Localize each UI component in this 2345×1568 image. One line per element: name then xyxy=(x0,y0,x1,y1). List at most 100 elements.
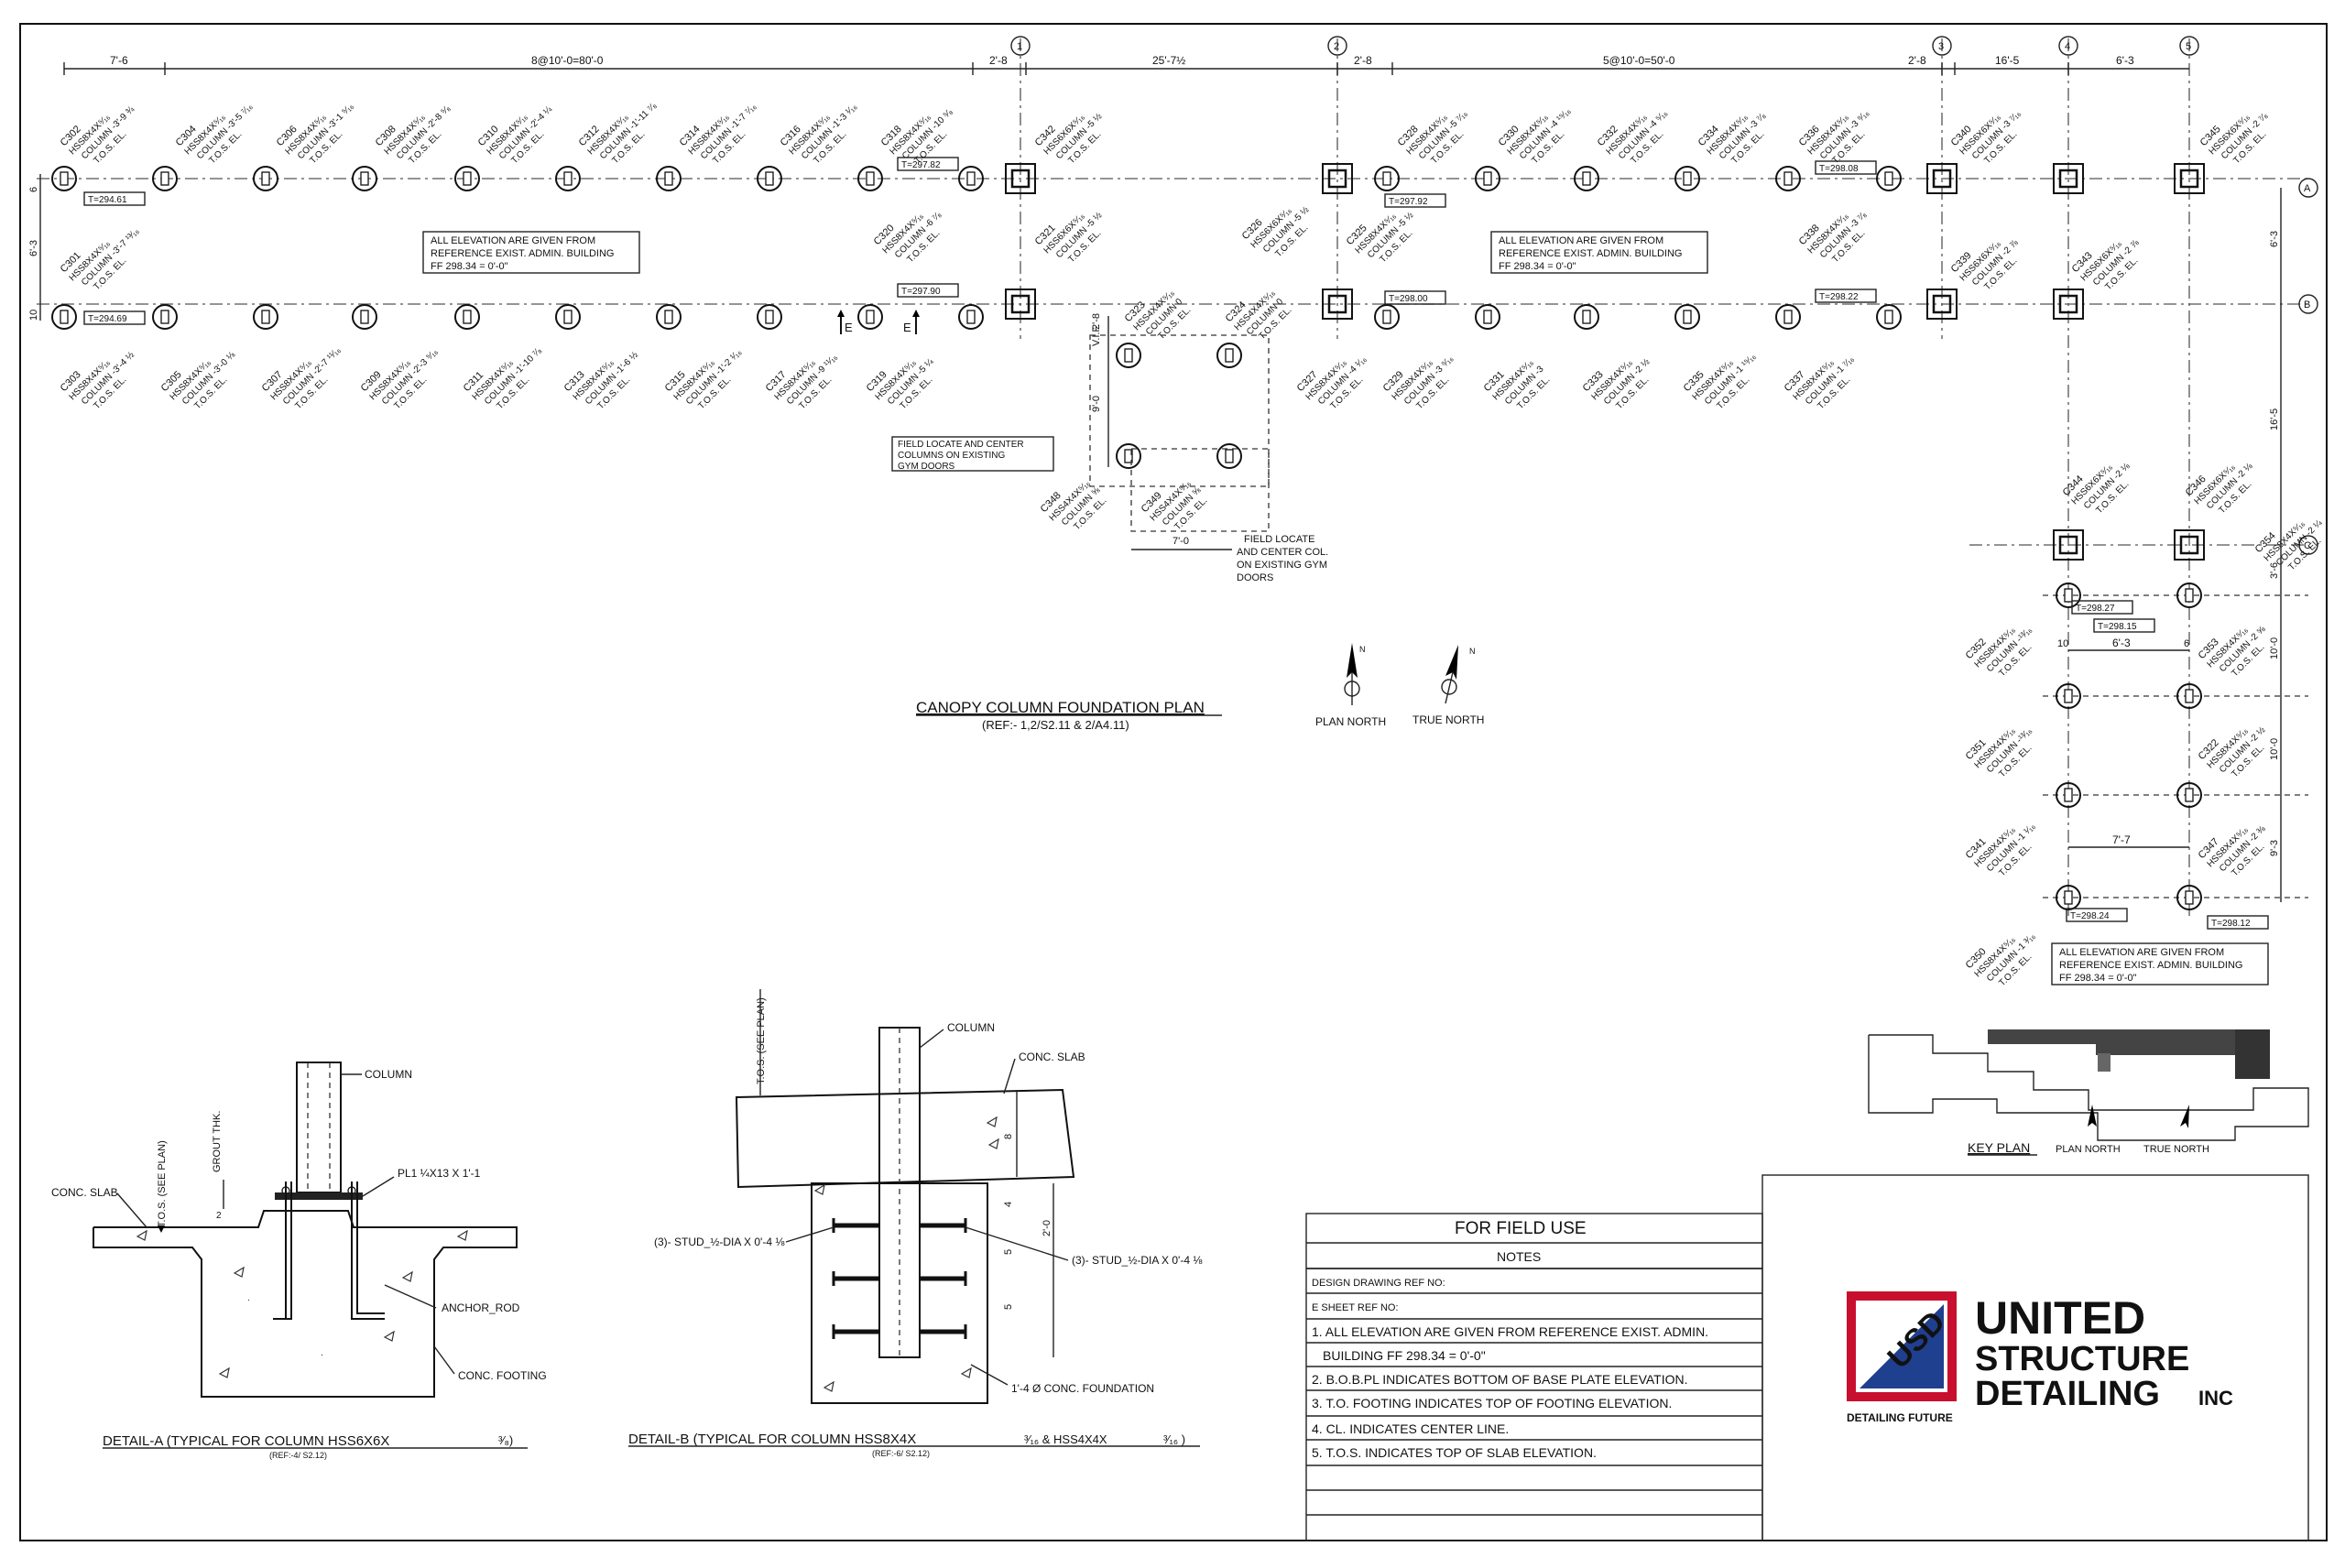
right-dimension-label: 10'-0 xyxy=(2269,637,2280,659)
top-dimension-label: 7'-6 xyxy=(110,54,128,67)
svg-text:COLUMN: COLUMN xyxy=(365,1068,412,1081)
svg-text:TRUE NORTH: TRUE NORTH xyxy=(1412,713,1484,726)
detail-b: 8 4 2'-0 5 5 T.O.S. (SEE PLAN) COLUMN CO… xyxy=(628,989,1203,1458)
grid-lines xyxy=(37,38,2308,916)
svg-text:-5 ⁷⁄₁₆: -5 ⁷⁄₁₆ xyxy=(1446,109,1469,132)
column-marker-round xyxy=(454,166,480,191)
column-marker-round xyxy=(253,166,278,191)
svg-text:-6 ⁷⁄₈: -6 ⁷⁄₈ xyxy=(922,210,943,231)
column-marker-round xyxy=(1876,304,1902,330)
grid-letter-bubble xyxy=(2298,535,2318,555)
column-marker-round xyxy=(757,166,782,191)
grid-number: 3 xyxy=(1938,41,1944,52)
column-marker-round xyxy=(1674,304,1700,330)
svg-text:(REF:-4/ S2.12): (REF:-4/ S2.12) xyxy=(269,1451,327,1460)
svg-text:NOTES: NOTES xyxy=(1497,1249,1541,1264)
column-marker-round xyxy=(857,166,883,191)
svg-text:FF 298.34 = 0'-0": FF 298.34 = 0'-0" xyxy=(1499,261,1576,272)
column-marker-round xyxy=(51,166,77,191)
top-dimension-label: 5@10'-0=50'-0 xyxy=(1603,54,1675,67)
svg-text:-¹³⁄₁₆: -¹³⁄₁₆ xyxy=(2014,725,2034,745)
column-marker-round xyxy=(2176,683,2202,709)
svg-text:-3'-9 ¾: -3'-9 ¾ xyxy=(109,104,136,132)
spot-elevation: T=297.92 xyxy=(1389,197,1428,207)
svg-text:DETAIL-B (TYPICAL FOR COLUMN H: DETAIL-B (TYPICAL FOR COLUMN HSS8X4X xyxy=(628,1432,916,1447)
svg-text:-2 ½: -2 ½ xyxy=(1631,356,1652,376)
column-marker-round xyxy=(1216,343,1242,368)
svg-text:-2 ⅜: -2 ⅜ xyxy=(2247,823,2267,844)
svg-text:CONC. SLAB: CONC. SLAB xyxy=(51,1186,118,1199)
grid-bubble xyxy=(1327,36,1347,56)
detail-a: . . COLUMN PL1 ¼X13 X 1'-1 GROUT THK. T.… xyxy=(51,1062,547,1460)
svg-text:(REF:-6/ S2.12): (REF:-6/ S2.12) xyxy=(872,1449,930,1458)
gym-door-zone: V.I.F. 2'-8 9'-0 7'-0 FIELD LOCATE AND C… xyxy=(891,313,1328,583)
sheet-border xyxy=(19,23,2328,1541)
svg-text:-5 ¼: -5 ¼ xyxy=(915,356,936,377)
section-mark-e-1: E xyxy=(837,310,853,334)
svg-text:-1'-10 ⁷⁄₈: -1'-10 ⁷⁄₈ xyxy=(512,345,543,376)
svg-text:-3 ⁷⁄₁₆: -3 ⁷⁄₁₆ xyxy=(2000,109,2023,132)
column-marker-round xyxy=(656,166,682,191)
svg-text:6: 6 xyxy=(2184,638,2189,649)
svg-text:-2 ⅞: -2 ⅞ xyxy=(2121,237,2141,257)
left-dimensions: 66'-310 xyxy=(28,174,41,321)
svg-text:-1 ⁷⁄₁₆: -1 ⁷⁄₁₆ xyxy=(1833,354,1856,377)
svg-text:PL1 ¼X13 X 1'-1: PL1 ¼X13 X 1'-1 xyxy=(398,1167,481,1180)
svg-text:-3 ⁷⁄₈: -3 ⁷⁄₈ xyxy=(1848,210,1869,231)
svg-text:-2 ⅝: -2 ⅝ xyxy=(2247,624,2267,644)
top-dimension-label: 8@10'-0=80'-0 xyxy=(531,54,604,67)
svg-text:FIELD LOCATE AND CENTER: FIELD LOCATE AND CENTER xyxy=(898,440,1024,450)
spot-elevations: T=294.61T=294.69T=297.82T=297.90T=297.92… xyxy=(83,157,2269,930)
svg-text:.: . xyxy=(247,1293,250,1303)
spot-elevation: T=298.22 xyxy=(1819,292,1859,302)
spot-elevation: T=298.12 xyxy=(2211,919,2251,929)
column-marker-square xyxy=(2053,529,2084,561)
svg-text:-1'-3 ¹⁄₁₆: -1'-3 ¹⁄₁₆ xyxy=(829,102,858,131)
top-dimension-label: 2'-8 xyxy=(989,54,1008,67)
svg-text:-1'-11 ⁷⁄₈: -1'-11 ⁷⁄₈ xyxy=(627,101,659,132)
column-marker-round xyxy=(2056,583,2081,608)
spot-elevation: T=298.27 xyxy=(2076,604,2115,614)
svg-text:-2 ⅛: -2 ⅛ xyxy=(2111,461,2132,481)
column-marker-round xyxy=(454,304,480,330)
svg-text:-10 ⁵⁄₈: -10 ⁵⁄₈ xyxy=(930,107,954,132)
svg-text:1'-4 Ø CONC. FOUNDATION: 1'-4 Ø CONC. FOUNDATION xyxy=(1011,1382,1154,1395)
column-marker-square xyxy=(1926,289,1958,320)
elevation-note-2: ALL ELEVATION ARE GIVEN FROM REFERENCE E… xyxy=(1490,231,1708,274)
column-marker-square xyxy=(1322,163,1353,194)
svg-text:FF 298.34 = 0'-0": FF 298.34 = 0'-0" xyxy=(2059,973,2137,984)
note-row: 1. ALL ELEVATION ARE GIVEN FROM REFERENC… xyxy=(1312,1324,1708,1339)
grid-bubble xyxy=(1932,36,1952,56)
svg-text:-2'-3 ⁵⁄₁₆: -2'-3 ⁵⁄₁₆ xyxy=(409,347,440,377)
svg-text:-3 ⁷⁄₈: -3 ⁷⁄₈ xyxy=(1747,111,1768,132)
spot-elevation: T=294.69 xyxy=(88,314,127,324)
column-marker-square xyxy=(1322,289,1353,320)
column-marker-round xyxy=(555,166,581,191)
right-dimension-label: 10'-0 xyxy=(2269,738,2280,760)
spot-elevation: T=298.24 xyxy=(2070,911,2110,921)
svg-text:GYM DOORS: GYM DOORS xyxy=(898,462,955,472)
svg-text:10: 10 xyxy=(2057,638,2068,649)
column-marker-round xyxy=(656,304,682,330)
column-marker-round xyxy=(1116,443,1141,469)
column-marker-round xyxy=(2056,683,2081,709)
column-marker-round xyxy=(2056,885,2081,910)
column-marker-square xyxy=(1005,289,1036,320)
